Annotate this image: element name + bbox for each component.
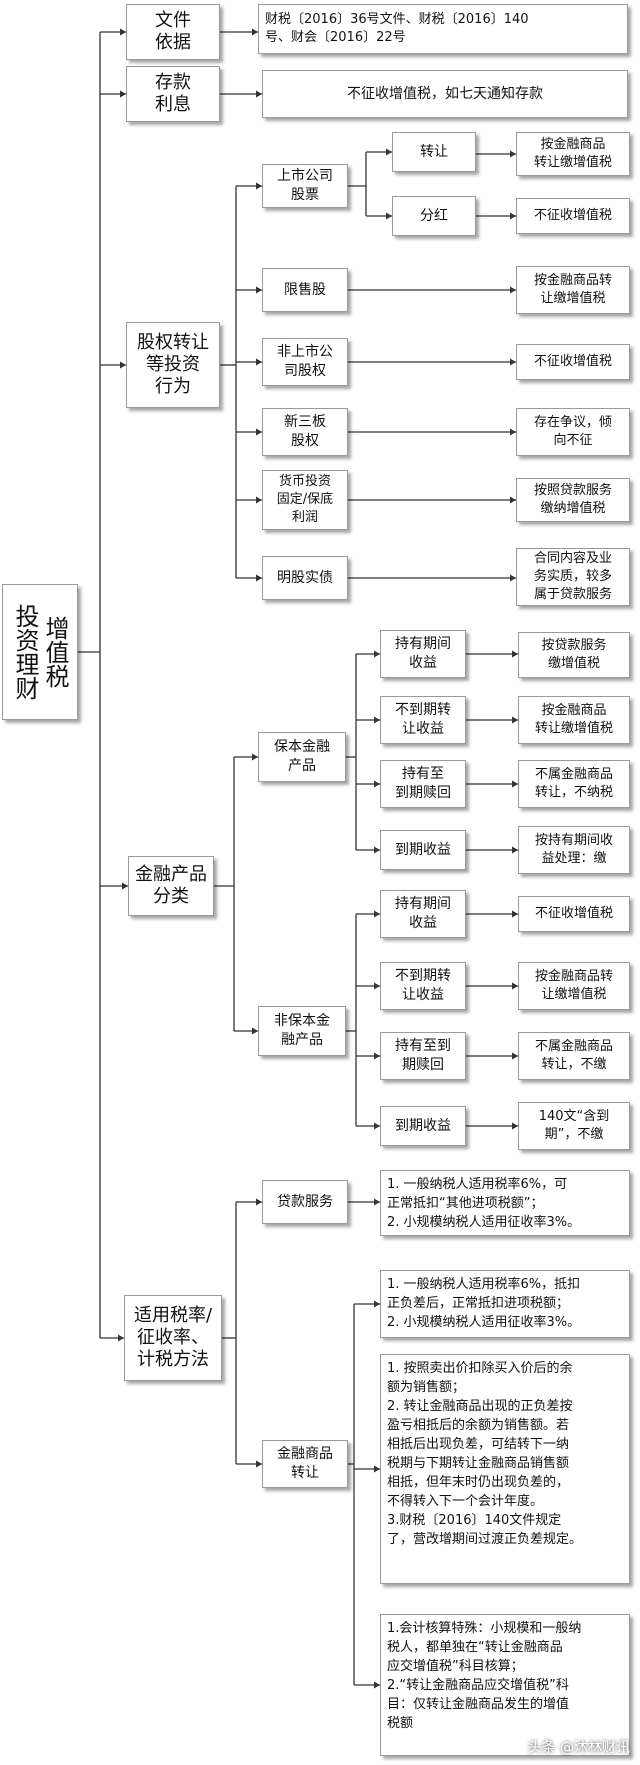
fin-text-1: 1. 一般纳税人适用税率6%，抵扣 正负差后，正常抵扣进项税额； 2. 小规模纳… xyxy=(380,1270,630,1338)
fin-text-3-value: 1.会计核算特殊：小规模和一般纳 税人，都单独在“转让金融商品 应交增值税”科目… xyxy=(387,1621,582,1731)
g-item-3-label: 持有至 到期赎回 xyxy=(395,766,451,801)
n-item-1-text: 不征收增值税 xyxy=(518,896,630,932)
root-label: 增值税 投资理财 xyxy=(11,604,69,700)
n-item-4-value: 140文“含到 期”，不缴 xyxy=(538,1109,610,1142)
n-item-4-text: 140文“含到 期”，不缴 xyxy=(518,1102,630,1150)
node-docs-label: 文件 依据 xyxy=(155,10,191,53)
transfer-text-value: 按金融商品 转让缴增值税 xyxy=(533,137,612,170)
node-monetary-label: 货币投资 固定/保底 利润 xyxy=(276,474,334,525)
node-transfer: 转让 xyxy=(392,132,476,172)
node-fin-transfer-label: 金融商品 转让 xyxy=(277,1446,333,1481)
n-item-3-value: 不属金融商品 转让，不缴 xyxy=(534,1039,613,1072)
n-item-2: 不到期转 让收益 xyxy=(380,962,466,1010)
node-financial-label: 金融产品 分类 xyxy=(135,864,207,907)
nominal-text-value: 合同内容及业 务实质，较多 属于贷款服务 xyxy=(533,551,612,602)
g-item-4-label: 到期收益 xyxy=(395,841,451,858)
dividend-text: 不征收增值税 xyxy=(516,198,630,234)
n-item-1: 持有期间 收益 xyxy=(380,890,466,938)
g-item-1-label: 持有期间 收益 xyxy=(395,636,451,671)
fin-text-2-value: 1. 按照卖出价扣除买入价后的余 额为销售额； 2. 转让金融商品出现的正负差按… xyxy=(387,1361,583,1547)
node-monetary: 货币投资 固定/保底 利润 xyxy=(262,470,348,530)
unlisted-text-value: 不征收增值税 xyxy=(533,354,612,369)
g-item-4-value: 按持有期间收 益处理：缴 xyxy=(534,833,613,866)
fin-text-3: 1.会计核算特殊：小规模和一般纳 税人，都单独在“转让金融商品 应交增值税”科目… xyxy=(380,1614,630,1756)
node-deposit-label: 存款 利息 xyxy=(155,72,191,115)
g-item-2-text: 按金融商品 转让缴增值税 xyxy=(518,696,630,744)
node-financial: 金融产品 分类 xyxy=(128,856,214,916)
node-guaranteed: 保本金融 产品 xyxy=(258,732,346,782)
node-neeq-label: 新三板 股权 xyxy=(284,414,326,449)
n-item-2-text: 按金融商品转 让缴增值税 xyxy=(518,962,630,1010)
node-listed-stock: 上市公司 股票 xyxy=(262,164,348,208)
node-equity: 股权转让 等投资 行为 xyxy=(126,322,220,408)
transfer-text: 按金融商品 转让缴增值税 xyxy=(516,132,630,176)
node-neeq: 新三板 股权 xyxy=(262,408,348,456)
nominal-text: 合同内容及业 务实质，较多 属于贷款服务 xyxy=(516,548,630,606)
node-rates-label: 适用税率/ 征收率、 计税方法 xyxy=(133,1305,213,1370)
g-item-2-label: 不到期转 让收益 xyxy=(395,702,451,737)
fin-text-2: 1. 按照卖出价扣除买入价后的余 额为销售额； 2. 转让金融商品出现的正负差按… xyxy=(380,1354,630,1584)
g-item-4-text: 按持有期间收 益处理：缴 xyxy=(518,826,630,874)
node-loan-label: 贷款服务 xyxy=(277,1193,333,1210)
n-item-3: 持有至到 期赎回 xyxy=(380,1032,466,1080)
n-item-2-value: 按金融商品转 让缴增值税 xyxy=(534,969,613,1002)
n-item-3-label: 持有至到 期赎回 xyxy=(395,1038,451,1073)
g-item-1: 持有期间 收益 xyxy=(380,630,466,678)
dividend-text-value: 不征收增值税 xyxy=(533,208,612,223)
n-item-1-value: 不征收增值税 xyxy=(534,906,613,921)
g-item-3: 持有至 到期赎回 xyxy=(380,760,466,808)
loan-text: 1. 一般纳税人适用税率6%，可 正常抵扣“其他进项税额”； 2. 小规模纳税人… xyxy=(380,1170,630,1236)
g-item-1-text: 按贷款服务 缴增值税 xyxy=(518,632,630,678)
g-item-3-text: 不属金融商品 转让，不纳税 xyxy=(518,760,630,808)
fin-text-1-value: 1. 一般纳税人适用税率6%，抵扣 正负差后，正常抵扣进项税额； 2. 小规模纳… xyxy=(387,1277,581,1330)
g-item-2: 不到期转 让收益 xyxy=(380,696,466,744)
node-nonguaranteed-label: 非保本金 融产品 xyxy=(274,1013,330,1048)
n-item-4-label: 到期收益 xyxy=(395,1117,451,1134)
deposit-text-value: 不征收增值税，如七天通知存款 xyxy=(347,85,543,102)
docs-text-value: 财税〔2016〕36号文件、财税〔2016〕140 号、财会〔2016〕22号 xyxy=(265,12,529,45)
node-loan: 贷款服务 xyxy=(262,1180,348,1224)
node-deposit: 存款 利息 xyxy=(126,66,220,122)
g-item-4: 到期收益 xyxy=(380,830,466,870)
node-nonguaranteed: 非保本金 融产品 xyxy=(258,1006,346,1056)
g-item-1-value: 按贷款服务 缴增值税 xyxy=(541,638,607,671)
n-item-4: 到期收益 xyxy=(380,1106,466,1146)
docs-text: 财税〔2016〕36号文件、财税〔2016〕140 号、财会〔2016〕22号 xyxy=(258,4,628,54)
node-restricted-label: 限售股 xyxy=(284,281,326,298)
node-listed-stock-label: 上市公司 股票 xyxy=(277,168,333,203)
node-fin-transfer: 金融商品 转让 xyxy=(262,1440,348,1488)
node-unlisted-label: 非上市公 司股权 xyxy=(277,344,333,379)
restricted-text: 按金融商品转 让缴增值税 xyxy=(516,266,630,314)
node-restricted: 限售股 xyxy=(262,268,348,312)
n-item-2-label: 不到期转 让收益 xyxy=(395,968,451,1003)
node-guaranteed-label: 保本金融 产品 xyxy=(274,739,330,774)
monetary-text-value: 按照贷款服务 缴纳增值税 xyxy=(533,483,612,516)
monetary-text: 按照贷款服务 缴纳增值税 xyxy=(516,478,630,522)
node-rates: 适用税率/ 征收率、 计税方法 xyxy=(124,1295,222,1381)
root-node: 增值税 投资理财 xyxy=(2,584,78,720)
restricted-text-value: 按金融商品转 让缴增值税 xyxy=(533,273,612,306)
neeq-text-value: 存在争议，倾 向不征 xyxy=(533,415,612,448)
node-dividend: 分红 xyxy=(392,196,476,236)
node-transfer-label: 转让 xyxy=(420,143,448,160)
node-docs: 文件 依据 xyxy=(126,4,220,60)
node-unlisted: 非上市公 司股权 xyxy=(262,338,348,386)
node-nominal: 明股实债 xyxy=(262,556,348,600)
n-item-3-text: 不属金融商品 转让，不缴 xyxy=(518,1032,630,1080)
g-item-3-value: 不属金融商品 转让，不纳税 xyxy=(534,767,613,800)
node-nominal-label: 明股实债 xyxy=(277,569,333,586)
loan-text-value: 1. 一般纳税人适用税率6%，可 正常抵扣“其他进项税额”； 2. 小规模纳税人… xyxy=(387,1177,581,1230)
watermark: 头条 @沐林财讯 xyxy=(527,1740,630,1756)
deposit-text: 不征收增值税，如七天通知存款 xyxy=(262,70,628,118)
g-item-2-value: 按金融商品 转让缴增值税 xyxy=(534,703,613,736)
node-dividend-label: 分红 xyxy=(420,207,448,224)
unlisted-text: 不征收增值税 xyxy=(516,344,630,380)
neeq-text: 存在争议，倾 向不征 xyxy=(516,408,630,456)
node-equity-label: 股权转让 等投资 行为 xyxy=(137,332,209,397)
n-item-1-label: 持有期间 收益 xyxy=(395,896,451,931)
